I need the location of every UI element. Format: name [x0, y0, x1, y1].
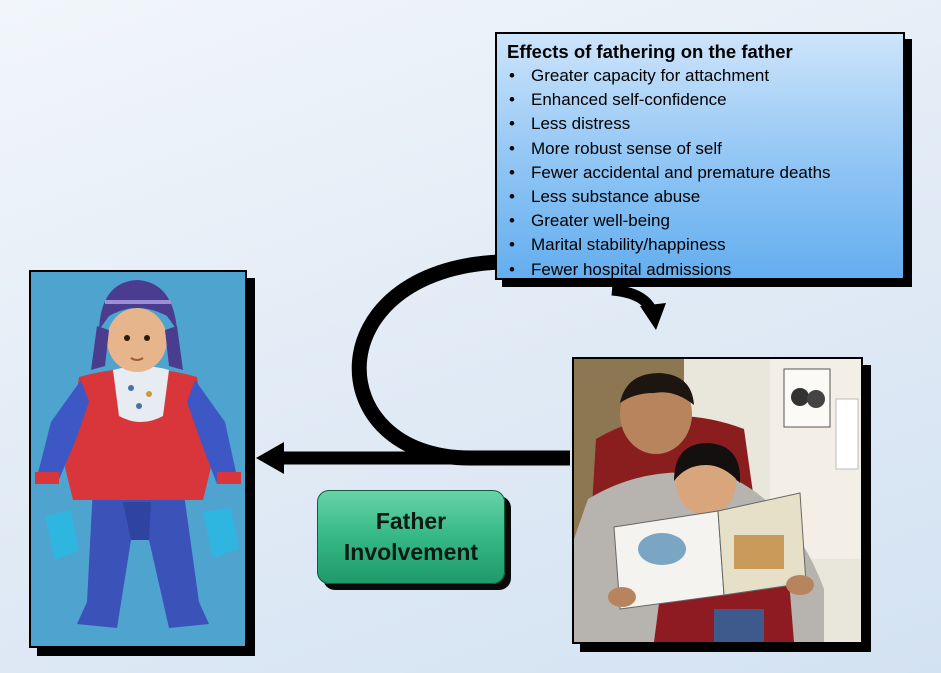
effect-item: Fewer hospital admissions [507, 258, 893, 282]
effect-item: More robust sense of self [507, 137, 893, 161]
arrowhead-left [256, 442, 284, 474]
arrowhead-down [640, 303, 666, 330]
effects-box: Effects of fathering on the father Great… [495, 32, 905, 282]
father-involvement-box: Father Involvement [317, 490, 505, 584]
father-photo [572, 357, 863, 644]
father-illustration [574, 359, 861, 642]
effect-item: Enhanced self-confidence [507, 88, 893, 112]
involvement-line-2: Involvement [343, 539, 479, 565]
effect-item: Less distress [507, 112, 893, 136]
effects-title: Effects of fathering on the father [507, 41, 793, 62]
effect-item: Greater well-being [507, 209, 893, 233]
child-photo [29, 270, 247, 648]
involvement-line-1: Father [375, 508, 447, 534]
effect-item: Greater capacity for attachment [507, 64, 893, 88]
child-illustration [31, 272, 245, 646]
effects-list: Greater capacity for attachment Enhanced… [507, 64, 893, 282]
effect-item: Marital stability/happiness [507, 233, 893, 257]
effect-item: Fewer accidental and premature deaths [507, 161, 893, 185]
loop-arrow [351, 254, 570, 466]
effect-item: Less substance abuse [507, 185, 893, 209]
